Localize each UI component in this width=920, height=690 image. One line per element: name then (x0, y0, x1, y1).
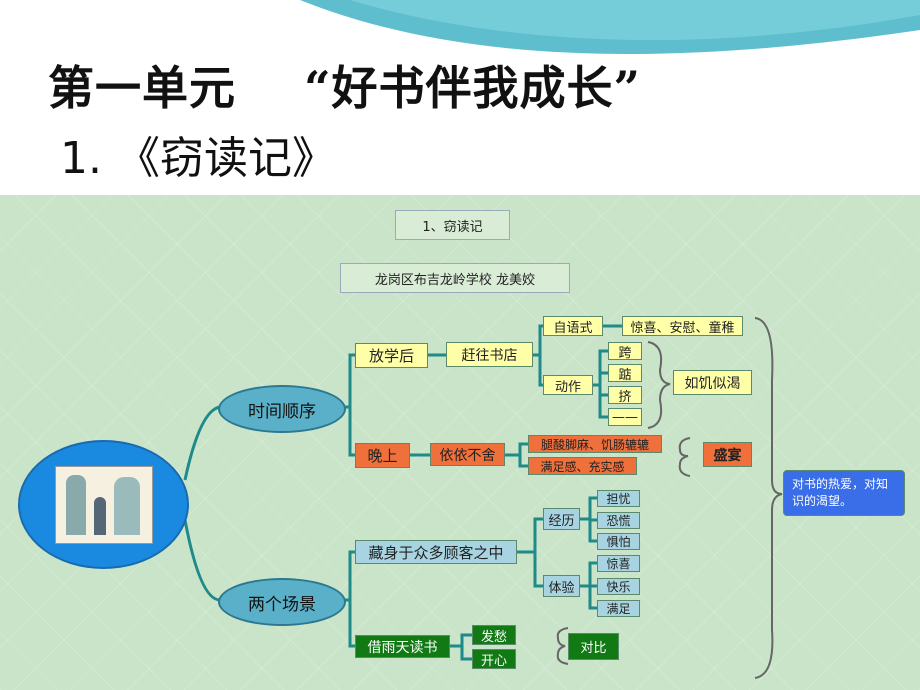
node-emotions[interactable]: 惊喜、安慰、童稚 (622, 316, 743, 336)
node-eager[interactable]: 如饥似渴 (673, 370, 752, 395)
node-feeling[interactable]: 快乐 (597, 578, 640, 595)
branch-time-order[interactable]: 时间顺序 (218, 385, 346, 433)
node-contrast[interactable]: 对比 (568, 633, 619, 660)
node-satisfied[interactable]: 满足感、充实感 (528, 457, 637, 475)
branch-two-scenes[interactable]: 两个场景 (218, 578, 346, 626)
node-feeling[interactable]: 恐慌 (597, 512, 640, 529)
node-after-school[interactable]: 放学后 (355, 343, 428, 368)
node-actions[interactable]: 动作 (543, 375, 593, 395)
node-reluctant[interactable]: 依依不舍 (430, 443, 505, 466)
node-action[interactable]: 跨 (608, 342, 642, 361)
central-topic[interactable] (18, 440, 189, 569)
lesson-title: 1. 《窃读记》 (60, 133, 336, 184)
map-author: 龙岗区布吉龙岭学校 龙美姣 (340, 263, 570, 293)
node-tired-hungry[interactable]: 腿酸脚麻、饥肠辘辘 (528, 435, 662, 453)
wave-decoration (300, 0, 920, 55)
node-feeling[interactable]: 担忧 (597, 490, 640, 507)
node-experience-felt[interactable]: 体验 (543, 575, 580, 597)
node-worried[interactable]: 发愁 (472, 625, 516, 645)
unit-title: 第一单元 “好书伴我成长” (48, 61, 641, 115)
node-feast[interactable]: 盛宴 (703, 442, 752, 467)
node-action[interactable]: 挤 (608, 386, 642, 405)
node-feeling[interactable]: 满足 (597, 600, 640, 617)
node-feeling[interactable]: 惧怕 (597, 533, 640, 550)
node-hiding[interactable]: 藏身于众多顾客之中 (355, 540, 517, 564)
node-action[interactable]: —— (608, 408, 642, 426)
node-feeling[interactable]: 惊喜 (597, 555, 640, 572)
node-experience[interactable]: 经历 (543, 508, 580, 530)
node-happy[interactable]: 开心 (472, 649, 516, 669)
story-illustration (54, 465, 153, 544)
node-self-talk[interactable]: 自语式 (543, 316, 603, 336)
node-to-bookstore[interactable]: 赶往书店 (446, 342, 533, 367)
node-action[interactable]: 踮 (608, 364, 642, 383)
summary-node[interactable]: 对书的热爱，对知识的渴望。 (783, 470, 905, 516)
map-heading: 1、窃读记 (395, 210, 510, 240)
node-evening[interactable]: 晚上 (355, 443, 410, 468)
node-rainy-day[interactable]: 借雨天读书 (355, 635, 450, 658)
